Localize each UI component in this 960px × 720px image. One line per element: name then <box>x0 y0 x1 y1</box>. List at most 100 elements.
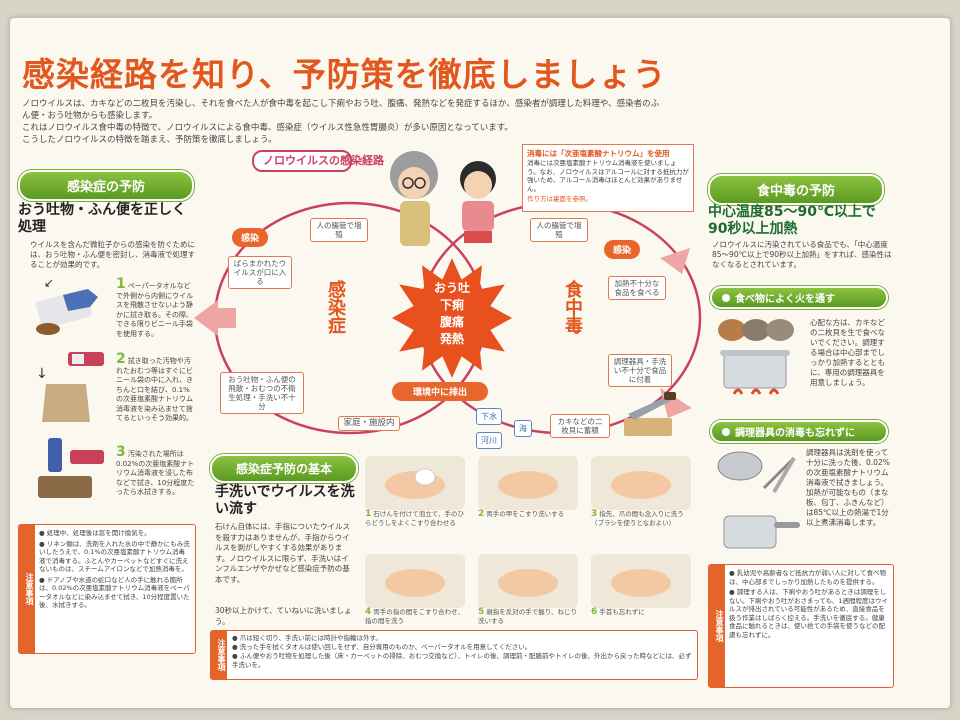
hand-subhead: 手洗いでウイルスを洗い流す <box>215 484 355 517</box>
symptom: 発熱 <box>439 332 464 346</box>
symptoms-list: おう吐 下痢 腹痛 発熱 <box>392 280 512 348</box>
step-text: 石けんを付けて泡立て、手のひらどうしをよくこすり合わせる <box>365 510 464 527</box>
hand-wash-image <box>365 554 465 608</box>
sea-tag: 海 <box>514 420 532 437</box>
unheated-tag: 加熱不十分な食品を食べる <box>608 276 666 300</box>
disinfect-head: 消毒には「次亜塩素酸ナトリウム」を使用 <box>527 149 670 158</box>
hand-notes-list: ● 爪は短く切り、手洗い前には時計や指輪は外す。 ● 洗った手を拭くタオルは使い… <box>227 631 697 679</box>
left-note-3: ● ドアノブや水道の蛇口など人の手に触れる箇所は、0.02%の次亜塩素酸ナトリウ… <box>39 575 190 610</box>
right-section-header: 食中毒の予防 <box>708 174 884 205</box>
step-text: 両手の指の間をこすり合わせ、指の間を洗う <box>365 608 465 625</box>
right-sub2-header: 調理器具の消毒も忘れずに <box>710 420 888 443</box>
excretion-tag: 環境中に排出 <box>392 382 488 401</box>
poster: 感染経路を知り、予防策を徹底しましょう ノロウイルスは、カキなどの二枚貝を汚染し… <box>10 18 950 708</box>
route-title-text: ノロウイルスの感染経路 <box>263 154 384 167</box>
infection-disease-label: 感染症 <box>325 280 348 334</box>
hand-wash-image <box>591 456 691 510</box>
step-number: 6 <box>591 607 598 617</box>
step-number: 1 <box>116 276 126 292</box>
glove-wipe-illustration: ↙ <box>28 273 108 343</box>
symptom: 腹痛 <box>439 315 464 329</box>
note-text: リネン類は、洗剤を入れた水の中で静かにもみ洗いしたうえで、0.1%の次亜塩素酸ナ… <box>39 539 190 574</box>
left-header-label: 感染症の予防 <box>66 180 145 195</box>
step-number: 4 <box>365 607 372 617</box>
right-notes-list: ● 乳幼児や高齢者など抵抗力が弱い人に対して食べ物は、中心部までしっかり加熱した… <box>725 565 893 687</box>
left-desc: ウイルスを含んだ微粒子からの感染を防ぐためには、おう吐物・ふん便を密封し、消毒液… <box>30 240 195 269</box>
right-notes-box: 注意事項 ● 乳幼児や高齢者など抵抗力が弱い人に対して食べ物は、中心部までしっか… <box>708 564 894 688</box>
oysters-pot-illustration <box>714 314 804 406</box>
note-text: 洗った手を拭くタオルは使い回しをせず、自分専用のものか、ペーパータオルを用意して… <box>239 643 532 651</box>
right-sub2-label: 調理器具の消毒も忘れずに <box>735 428 855 439</box>
utensils-tag: 調理器具・手洗い不十分で食品に付着 <box>608 354 672 387</box>
intestine-tag-left: 人の腸管で増殖 <box>310 218 368 242</box>
bag-illustration: ↓ <box>28 348 108 426</box>
stool-tag: おう吐物・ふん便の飛散・おむつの不衛生処理・手洗い不十分 <box>220 372 304 414</box>
hand-notes-label: 注意事項 <box>211 631 227 679</box>
bullet-dot <box>722 294 730 302</box>
right-notes-label: 注意事項 <box>709 565 725 687</box>
note-text: ふん便やおう吐物を処理した後（床・カーペットの掃除、おむつ交換など）、トイレの後… <box>232 652 692 669</box>
sick-people-illustration <box>382 143 512 258</box>
disinfect-text: 消毒には次亜塩素酸ナトリウム消毒液を使いましょう。なお、ノロウイルスはアルコール… <box>527 159 689 193</box>
hand-note-1: ● 爪は短く切り、手洗い前には時計や指輪は外す。 <box>232 634 382 642</box>
right-note-1: ● 乳幼児や高齢者など抵抗力が弱い人に対して食べ物は、中心部までしっかり加熱した… <box>729 569 887 586</box>
step-text: 拭き取った汚物や汚れたおむつ等はすぐにビニール袋の中に入れ、きちんと口を結び、0… <box>116 357 194 422</box>
note-text: ドアノブや水道の蛇口など人の手に触れる箇所は、0.02%の次亜塩素酸ナトリウム消… <box>39 575 190 610</box>
infection-tag-left: 感染 <box>232 228 269 247</box>
hand-section-header: 感染症予防の基本 <box>210 454 358 483</box>
bullet-dot <box>722 428 730 436</box>
page-title: 感染経路を知り、予防策を徹底しましょう <box>22 55 667 94</box>
right-header-label: 食中毒の予防 <box>756 184 835 199</box>
svg-text:↓: ↓ <box>36 366 48 382</box>
right-headline: 中心温度85〜90℃以上で90秒以上加熱 <box>708 204 876 237</box>
left-notes-label: 注意事項 <box>19 525 35 653</box>
food-poisoning-text: 食中毒 <box>562 280 583 334</box>
step-number: 1 <box>365 509 372 519</box>
right-sub1-text: 心配な方は、カキなどの二枚貝を生で食べないでください。調理する場合は中心部までし… <box>810 318 885 387</box>
intro-line-1: ノロウイルスは、カキなどの二枚貝を汚染し、それを食べた人が食中毒を起こし下痢やお… <box>22 99 660 121</box>
right-sub2-text: 調理器具は洗剤を使って十分に洗った後、0.02%の次亜塩素酸ナトリウム消毒液で拭… <box>806 448 890 527</box>
hand-header-label: 感染症予防の基本 <box>235 462 332 476</box>
left-note-1: ● 処理中、処理後は窓を開け換気を。 <box>39 529 151 537</box>
step-text: 指先、爪の間も念入りに洗う（ブラシを使うとなおよい） <box>591 510 684 527</box>
note-text: 調理する人は、下痢やおう吐があるときは調理をしない。下痢やおう吐がおさまっても、… <box>729 588 889 639</box>
left-notes-box: 注意事項 ● 処理中、処理後は窓を開け換気を。 ● リネン類は、洗剤を入れた水の… <box>18 524 196 654</box>
symptom: おう吐 <box>433 281 470 295</box>
home-tag: 家庭・施設内 <box>338 416 400 431</box>
step-number: 3 <box>591 509 598 519</box>
hand-wash-image <box>365 456 465 510</box>
step-text: 親指を反対の手で握り、ねじり洗いする <box>478 608 578 625</box>
note-text: 乳幼児や高齢者など抵抗力が弱い人に対して食べ物は、中心部までしっかり加熱したもの… <box>729 569 887 586</box>
right-desc: ノロウイルスに汚染されている食品でも、「中心温度85〜90℃以上で90秒以上加熱… <box>712 240 892 269</box>
disinfect-link: 作り方は裏面を参照。 <box>527 195 592 203</box>
step-number: 2 <box>116 351 126 367</box>
river-tag: 河川 <box>476 432 502 449</box>
note-text: 処理中、処理後は窓を開け換気を。 <box>46 529 151 537</box>
intro-line-2: これはノロウイルス食中毒の特徴で、ノロウイルスによる食中毒、感染症（ウイルス性急… <box>22 123 513 133</box>
intro-text: ノロウイルスは、カキなどの二枚貝を汚染し、それを食べた人が食中毒を起こし下痢やお… <box>22 98 662 146</box>
hand-wash-image <box>478 554 578 608</box>
disinfect-note: 消毒には「次亜塩素酸ナトリウム」を使用 消毒には次亜塩素酸ナトリウム消毒液を使い… <box>522 144 694 212</box>
step-number: 3 <box>116 444 126 460</box>
hand-note-2: ● 洗った手を拭くタオルは使い回しをせず、自分専用のものか、ペーパータオルを用意… <box>232 643 532 651</box>
step-text: 手首も忘れずに <box>599 608 645 616</box>
symptom: 下痢 <box>439 298 464 312</box>
food-poisoning-label: 食中毒 <box>562 280 585 334</box>
intro-line-3: こうしたノロウイルスの特徴を踏まえ、予防策を徹底しましょう。 <box>22 135 277 145</box>
hand-text: 石けん自体には、手指についたウイルスを殺す力はありませんが、手指からウイルスを剥… <box>215 522 350 584</box>
spray-cloth-illustration <box>28 430 108 502</box>
note-text: 爪は短く切り、手洗い前には時計や指輪は外す。 <box>239 634 382 642</box>
right-sub1-label: 食べ物によく火を通す <box>735 294 835 305</box>
scattered-virus-tag: ばらまかれたウイルスが口に入る <box>228 256 292 289</box>
step-number: 5 <box>478 607 485 617</box>
step-number: 2 <box>478 509 485 519</box>
cutting-board-illustration <box>620 390 680 442</box>
